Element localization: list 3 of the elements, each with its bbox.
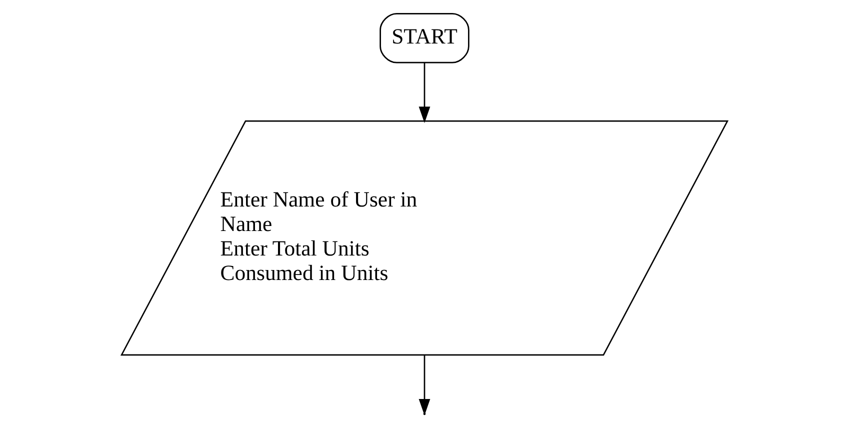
arrow [418, 62, 430, 123]
node-box: START [380, 12, 470, 64]
arrow [418, 354, 430, 416]
